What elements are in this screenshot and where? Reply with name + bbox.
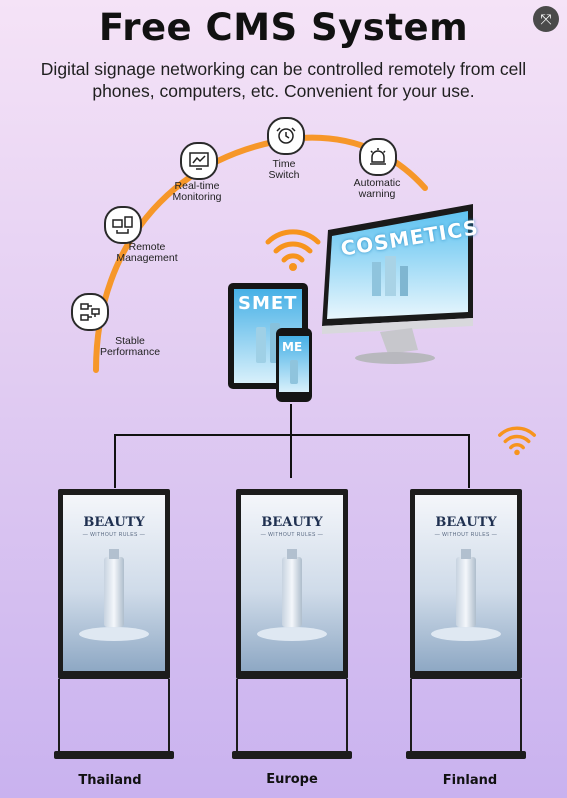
- kiosk-stand: [236, 679, 348, 753]
- remote-devices-icon: [104, 206, 142, 244]
- kiosk-base: [406, 751, 526, 759]
- kiosk-base: [232, 751, 352, 759]
- kiosk-frame: BEAUTY — WITHOUT RULES —: [58, 489, 170, 679]
- desktop-monitor: COSMETICS: [310, 200, 480, 370]
- location-label-europe: Europe: [266, 772, 318, 787]
- flow-chart-icon: [71, 293, 109, 331]
- monitor-chart-icon: [180, 142, 218, 180]
- kiosk-screen: BEAUTY — WITHOUT RULES —: [63, 495, 165, 671]
- location-label-finland: Finland: [442, 773, 498, 788]
- page-title: Free CMS System: [98, 6, 469, 49]
- kiosk-tagline: — WITHOUT RULES —: [434, 532, 498, 538]
- page-subtitle: Digital signage networking can be contro…: [40, 59, 527, 101]
- alarm-bell-icon: [359, 138, 397, 176]
- expand-button[interactable]: ⤧: [533, 6, 559, 32]
- phone-screen-text: ME: [282, 340, 303, 354]
- kiosk-display: BEAUTY — WITHOUT RULES —: [406, 489, 526, 767]
- kiosk-frame: BEAUTY — WITHOUT RULES —: [236, 489, 348, 679]
- clock-switch-icon: [267, 117, 305, 155]
- kiosk-brand: BEAUTY: [435, 515, 497, 530]
- kiosk-tagline: — WITHOUT RULES —: [260, 532, 324, 538]
- location-label-thailand: Thailand: [78, 773, 142, 788]
- phone-device: ME: [276, 328, 312, 402]
- kiosk-screen: BEAUTY — WITHOUT RULES —: [415, 495, 517, 671]
- kiosk-display: BEAUTY — WITHOUT RULES —: [54, 489, 174, 767]
- wifi-icon: [265, 229, 321, 271]
- kiosk-base: [54, 751, 174, 759]
- kiosk-stand: [58, 679, 170, 753]
- kiosk-brand: BEAUTY: [261, 515, 323, 530]
- wifi-icon-small: [498, 426, 536, 456]
- tablet-screen-text: SMET: [238, 293, 298, 314]
- phone-screen: ME: [279, 336, 309, 392]
- kiosk-screen: BEAUTY — WITHOUT RULES —: [241, 495, 343, 671]
- kiosk-display: BEAUTY — WITHOUT RULES —: [232, 489, 352, 767]
- expand-icon: ⤧: [540, 10, 552, 27]
- kiosk-frame: BEAUTY — WITHOUT RULES —: [410, 489, 522, 679]
- kiosk-tagline: — WITHOUT RULES —: [82, 532, 146, 538]
- kiosk-stand: [410, 679, 522, 753]
- kiosk-brand: BEAUTY: [83, 515, 145, 530]
